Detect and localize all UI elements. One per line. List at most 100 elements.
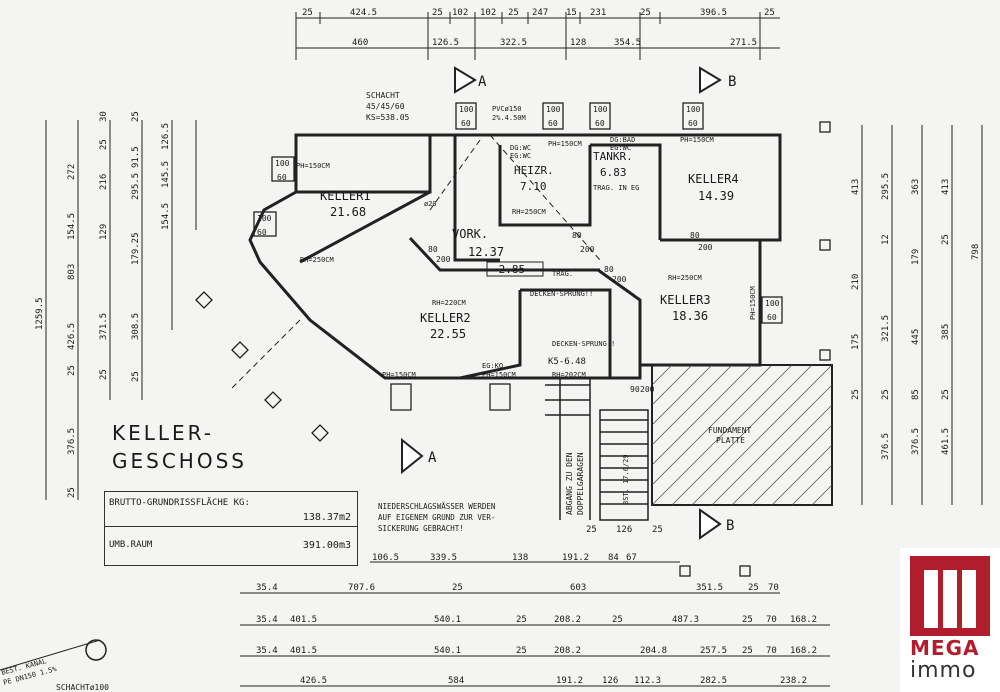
ph-label: PH=150CM xyxy=(482,371,516,379)
stair-note: 8ST. 17.6/29 xyxy=(622,454,630,505)
ph-label: PH=150CM xyxy=(382,371,416,379)
rh-label: RH=250CM xyxy=(512,208,546,216)
schacht-line2: 45/45/60 xyxy=(366,102,405,111)
dimension-label: 168.2 xyxy=(790,646,817,656)
umb-raum-label: UMB.RAUM xyxy=(109,540,153,550)
dimension-label: 426.5 xyxy=(67,323,77,350)
dimension-label: 25 xyxy=(941,234,951,245)
dimension-label: 257.5 xyxy=(700,646,727,656)
dimension-label: 540.1 xyxy=(434,615,461,625)
small-note: DECKEN-SPRUNG!! xyxy=(530,290,593,298)
dimension-label: 25 xyxy=(131,111,141,122)
dimension-label: 25 xyxy=(851,389,861,400)
schacht-bottom: SCHACHTø100 xyxy=(56,683,109,692)
dimension-label: 200 xyxy=(436,255,451,264)
ph-label: PH=150CM xyxy=(749,286,757,320)
dimension-label: 204.8 xyxy=(640,646,667,656)
dimension-label: 25 xyxy=(941,389,951,400)
dimension-label: 208.2 xyxy=(554,615,581,625)
dimension-label: 80 xyxy=(572,231,582,240)
brutto-value: 138.37m2 xyxy=(302,512,351,523)
dimension-label: 487.3 xyxy=(672,615,699,625)
dimension-label: 100 xyxy=(686,105,701,114)
dimension-label: 90 xyxy=(630,385,640,394)
dimension-label: 354.5 xyxy=(614,38,641,48)
dimension-label: 100 xyxy=(593,105,608,114)
dimension-label: 1259.5 xyxy=(35,297,45,330)
dimension-label: 60 xyxy=(548,119,558,128)
dimension-label: 584 xyxy=(448,676,464,686)
dimension-label: 396.5 xyxy=(700,8,727,18)
dimension-label: 30 xyxy=(99,111,109,122)
dimension-label: 25 xyxy=(652,525,663,535)
rh-label: RH=250CM xyxy=(668,274,702,282)
dimension-label: 603 xyxy=(570,583,586,593)
rh-label: RH=250CM xyxy=(300,256,334,264)
dimension-label: 100 xyxy=(546,105,561,114)
dimension-label: 179 xyxy=(911,249,921,265)
dimension-label: 35.4 xyxy=(256,646,278,656)
dimension-label: 210 xyxy=(851,274,861,290)
dimension-label: 247 xyxy=(532,8,548,18)
dimension-label: 25 xyxy=(67,365,77,376)
dimension-label: 106.5 xyxy=(372,553,399,563)
small-note: DECKEN-SPRUNG!! xyxy=(552,340,615,348)
small-note: EG:KO xyxy=(482,362,503,370)
room-keller1-name: KELLER1 xyxy=(320,189,371,203)
small-note: ø20 xyxy=(424,200,437,208)
dimension-label: 231 xyxy=(590,8,606,18)
title-line2: GESCHOSS xyxy=(112,449,247,473)
dimension-label: 145.5 xyxy=(161,161,171,188)
dimension-label: 100 xyxy=(257,214,272,223)
dimension-label: 798 xyxy=(971,244,981,260)
mega-immo-logo: MEGA immo xyxy=(900,548,1000,692)
dimension-label: 25 xyxy=(516,615,527,625)
dimension-label: 424.5 xyxy=(350,8,377,18)
dimension-label: 413 xyxy=(851,179,861,195)
dimension-label: 25 xyxy=(131,371,141,382)
dimension-label: 80 xyxy=(690,231,700,240)
dimension-label: 295.5 xyxy=(131,173,141,200)
dimension-label: 25 xyxy=(516,646,527,656)
dimension-label: 25 xyxy=(742,615,753,625)
dimension-label: 339.5 xyxy=(430,553,457,563)
dimension-label: 540.1 xyxy=(434,646,461,656)
dimension-label: 272 xyxy=(67,164,77,180)
dimension-label: 25 xyxy=(881,389,891,400)
summary-divider xyxy=(105,526,357,527)
dimension-label: 200 xyxy=(612,275,627,284)
dimension-label: 100 xyxy=(459,105,474,114)
dimension-label: 91.5 xyxy=(131,146,141,168)
dimension-label: 363 xyxy=(911,179,921,195)
dimension-label: 80 xyxy=(604,265,614,274)
dimension-label: 238.2 xyxy=(780,676,807,686)
ph-label: PH=150CM xyxy=(548,140,582,148)
opening-labels: 1006010060100601006010060100601006080200… xyxy=(257,105,780,394)
dimension-label: 25 xyxy=(748,583,759,593)
dimension-label: 84 xyxy=(608,553,619,563)
dimension-label: 70 xyxy=(766,646,777,656)
dimension-label: 60 xyxy=(767,313,777,322)
small-note: K5-6.48 xyxy=(548,357,586,367)
small-note: DG:BAD xyxy=(610,136,635,144)
dimension-label: 282.5 xyxy=(700,676,727,686)
dimension-label: 295.5 xyxy=(881,173,891,200)
dimension-label: 100 xyxy=(765,299,780,308)
room-vork-area: 12.37 xyxy=(468,245,504,259)
dimension-label: 126 xyxy=(602,676,618,686)
dimension-label: 308.5 xyxy=(131,313,141,340)
small-note: TRAG. xyxy=(552,270,573,278)
logo-word2: immo xyxy=(910,658,977,683)
dimension-label: 200 xyxy=(640,385,655,394)
dimension-label: 85 xyxy=(911,389,921,400)
abgang-line2: DOPPELGARAGEN xyxy=(576,452,585,515)
dimension-label: 208.2 xyxy=(554,646,581,656)
dimension-label: 102 xyxy=(452,8,468,18)
abgang-line1: ABGANG ZU DEN xyxy=(565,452,574,515)
small-note: DG:WC xyxy=(510,144,531,152)
room-keller3-area: 18.36 xyxy=(672,309,708,323)
dimension-label: 35.4 xyxy=(256,583,278,593)
dimension-label: 60 xyxy=(257,228,267,237)
fundament-line2: PLATTE xyxy=(716,436,745,445)
